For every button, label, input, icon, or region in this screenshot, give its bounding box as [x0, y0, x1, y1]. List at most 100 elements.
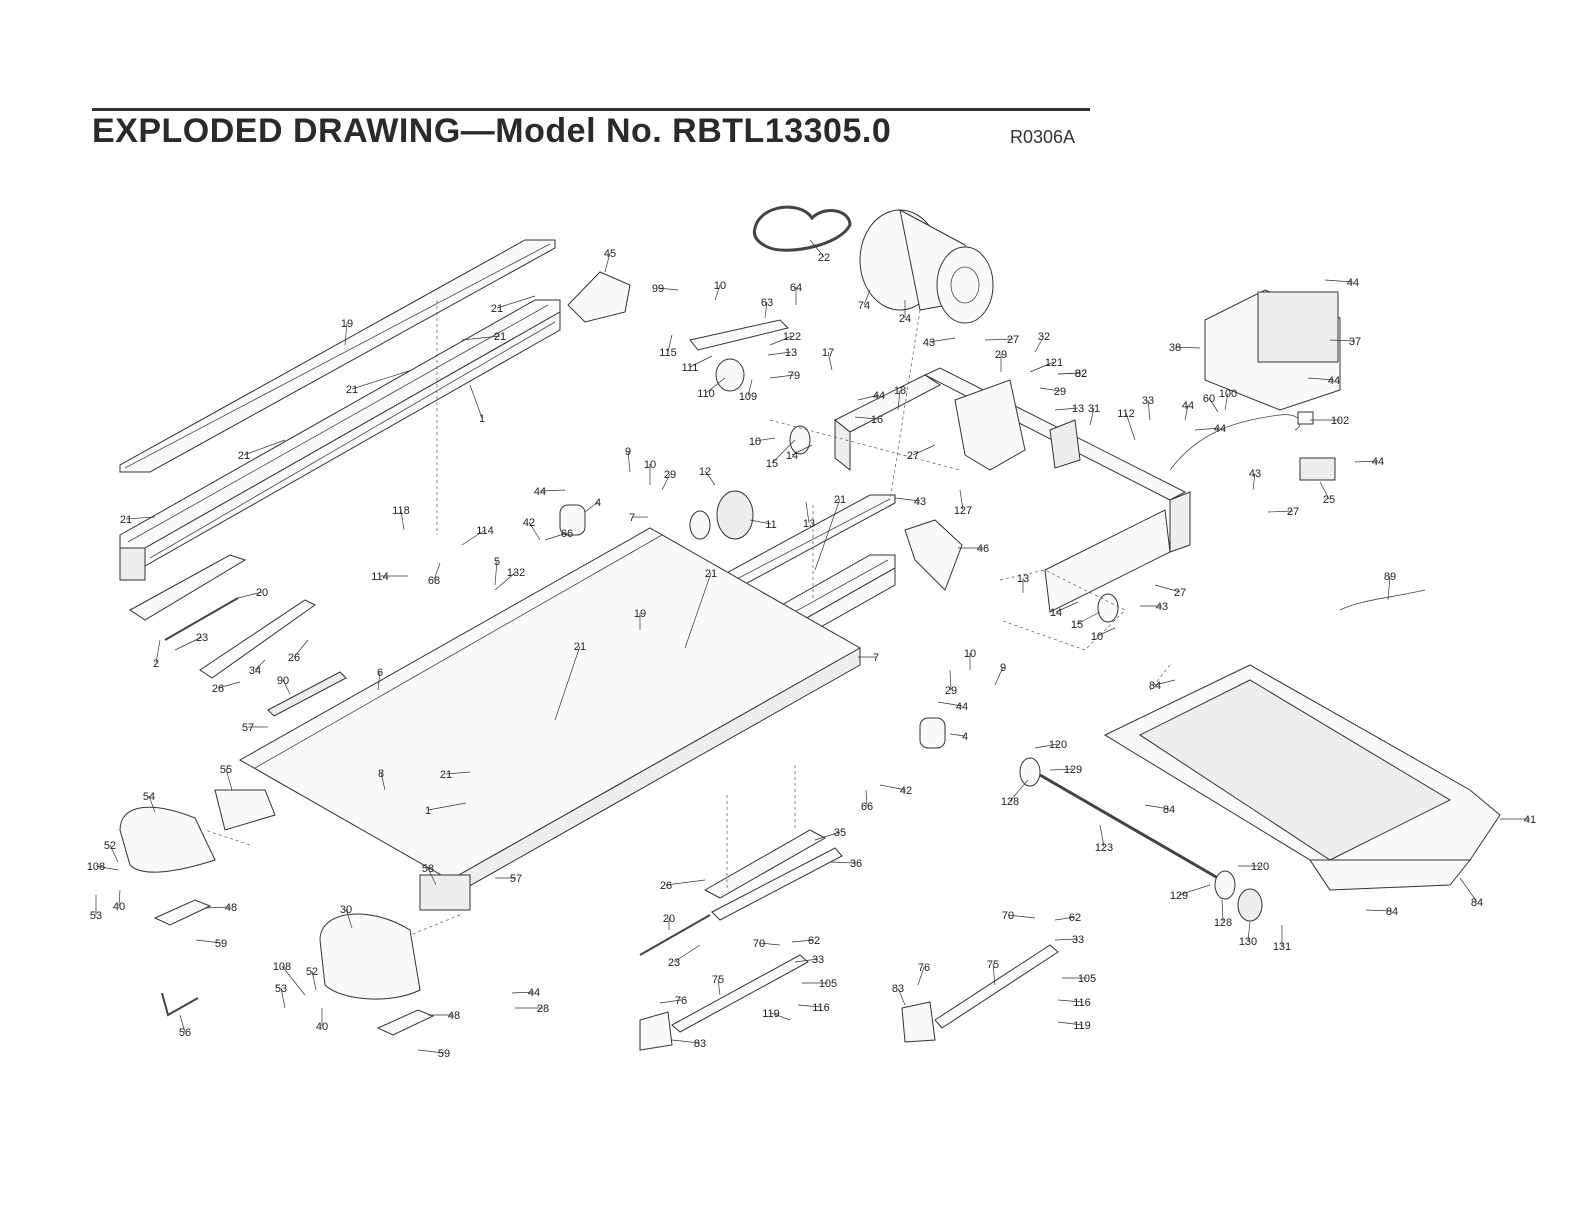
part-callout: 129 [1170, 884, 1211, 902]
callout-label: 21 [491, 303, 503, 315]
part-callout: 43 [1140, 601, 1168, 613]
callout-leader [984, 338, 1014, 341]
callout-label: 14 [786, 450, 798, 462]
callout-label: 13 [1072, 403, 1084, 415]
part-callout: 29 [661, 469, 676, 491]
callout-leader [118, 889, 121, 907]
part-callout: 13 [1017, 573, 1029, 593]
part-callout: 21 [238, 439, 286, 462]
part-callout: 44 [1354, 456, 1384, 468]
left-rear-endcap [119, 806, 216, 873]
callout-leader [280, 987, 286, 1009]
callout-leader [1174, 346, 1201, 349]
part-callout: 57 [495, 873, 522, 885]
callout-leader [827, 351, 833, 371]
callout-leader [528, 521, 541, 541]
callout-leader [281, 965, 306, 996]
callout-label: 66 [861, 801, 873, 813]
callout-leader [949, 733, 966, 737]
part-callout: 84 [1144, 804, 1175, 816]
callout-label: 110 [697, 388, 715, 400]
callout-label: 10 [1091, 631, 1103, 643]
callout-leader [791, 444, 813, 456]
part-callout: 27 [984, 334, 1019, 346]
callout-leader [897, 389, 901, 411]
drawing-code: R0306A [1010, 127, 1076, 147]
part-callout: 132 [494, 567, 525, 591]
callout-label: 44 [528, 987, 540, 999]
part-callout: 21 [491, 295, 536, 315]
callout-label: 21 [238, 450, 250, 462]
part-callout: 1 [469, 384, 485, 425]
callout-label: 10 [714, 280, 726, 292]
callout-label: 21 [120, 514, 132, 526]
tension-bracket [689, 319, 789, 392]
callout-label: 27 [1174, 587, 1186, 599]
callout-label: 114 [371, 571, 389, 583]
part-callout: 14 [1050, 601, 1079, 619]
part-callout: 21 [814, 494, 846, 571]
callout-label: 8 [378, 768, 384, 780]
callout-label: 83 [694, 1038, 706, 1050]
callout-label: 29 [1054, 386, 1066, 398]
part-callout: 44 [1307, 375, 1340, 387]
callout-label: 42 [900, 785, 912, 797]
base-frame [1103, 664, 1501, 891]
part-callout: 1 [425, 802, 467, 817]
part-callout: 4 [584, 497, 601, 513]
callout-label: 43 [923, 337, 935, 349]
callout-label: 29 [945, 685, 957, 697]
callout-leader [1247, 921, 1251, 942]
part-callout: 53 [275, 983, 287, 1009]
callout-leader [155, 639, 161, 664]
callout-label: 121 [1045, 357, 1063, 369]
part-callout: 102 [1310, 415, 1349, 427]
callout-leader [829, 861, 857, 864]
callout-label: 13 [1017, 573, 1029, 585]
callout-leader [282, 679, 291, 695]
callout-leader [1144, 804, 1170, 810]
drive-belt [752, 205, 852, 252]
callout-label: 44 [534, 486, 546, 498]
part-callout: 10 [964, 648, 976, 670]
front-roller-pulley [689, 425, 1119, 623]
callout-label: 58 [422, 863, 434, 875]
part-callout: 62 [791, 935, 820, 947]
part-callout: 19 [341, 318, 353, 346]
part-callout: 66 [861, 789, 873, 813]
callout-label: 16 [871, 414, 883, 426]
part-callout: 12 [699, 466, 716, 486]
callout-leader [554, 645, 581, 721]
callout-leader [659, 999, 682, 1004]
callout-leader [494, 571, 517, 591]
callout-label: 30 [340, 904, 352, 916]
callout-leader [539, 489, 566, 492]
part-callout: 29 [995, 349, 1007, 372]
callout-label: 116 [1073, 997, 1091, 1009]
callout-leader [894, 497, 921, 502]
part-callout: 89 [1384, 571, 1396, 601]
callout-label: 23 [668, 957, 680, 969]
part-callout: 4 [949, 731, 968, 743]
callout-label: 105 [1078, 973, 1096, 985]
callout-label: 15 [766, 458, 778, 470]
callout-leader [445, 771, 471, 775]
part-callout: 90 [277, 675, 291, 695]
callout-leader [217, 681, 241, 689]
callout-leader [917, 966, 925, 986]
drawing-title: EXPLODED DRAWING—Model No. RBTL13305.0 [92, 112, 892, 150]
part-callout: 68 [428, 562, 441, 587]
callout-label: 33 [1142, 395, 1154, 407]
part-callout: 34 [249, 659, 266, 677]
callout-leader [1055, 601, 1079, 613]
part-callout: 32 [1034, 331, 1050, 353]
part-callout: 112 [1117, 408, 1136, 441]
part-callout: 10 [644, 459, 656, 485]
callout-label: 76 [918, 962, 930, 974]
callout-label: 56 [179, 1027, 191, 1039]
part-callout: 108 [87, 861, 119, 873]
callout-label: 35 [834, 827, 846, 839]
part-callout: 56 [179, 1014, 191, 1039]
callout-label: 62 [1069, 912, 1081, 924]
callout-leader [243, 439, 286, 456]
